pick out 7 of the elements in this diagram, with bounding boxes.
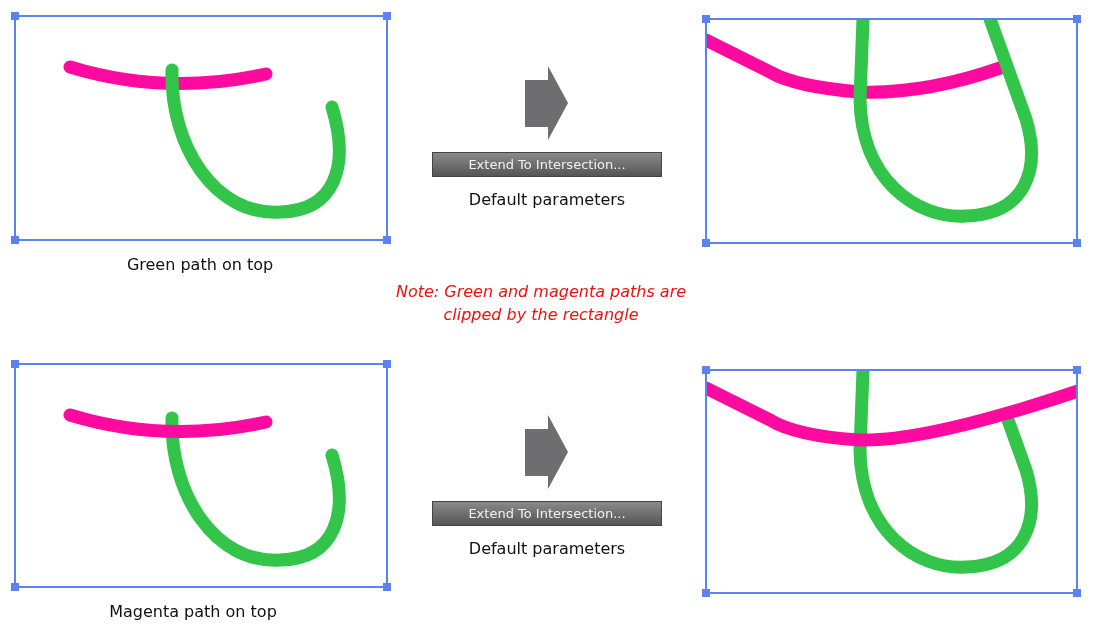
node-label: Green path on top [126, 255, 274, 274]
node-label: Magenta path on top [109, 602, 277, 621]
node-label: Default parameters [468, 539, 626, 558]
node-label: Default parameters [468, 190, 626, 209]
menu-button: Extend To Intersection... [432, 152, 662, 177]
note-text: Note: Green and magenta paths are clipped by the rectangle [394, 281, 688, 326]
menu-button: Extend To Intersection... [432, 501, 662, 526]
